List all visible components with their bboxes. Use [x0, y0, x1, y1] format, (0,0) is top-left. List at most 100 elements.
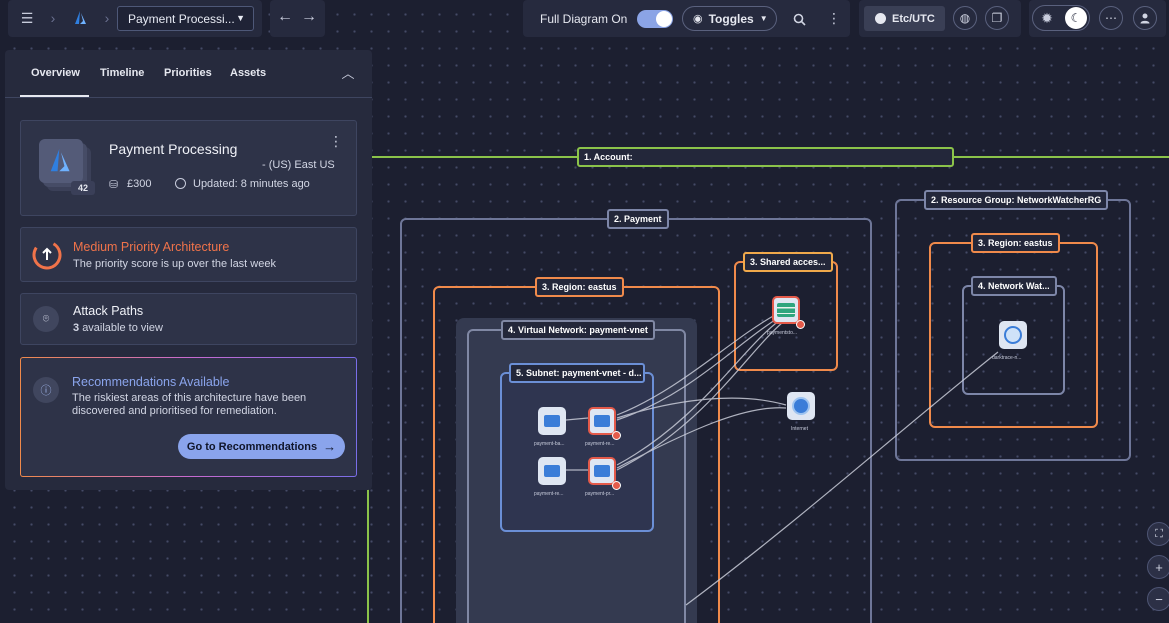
- tabs-divider: [5, 97, 372, 98]
- recommendations-desc: The riskiest areas of this architecture …: [72, 392, 307, 417]
- architecture-updated: Updated: 8 minutes ago: [193, 178, 310, 190]
- vm-icon: [544, 415, 560, 427]
- arrow-right-icon: →: [323, 439, 337, 454]
- architecture-cost: £300: [127, 178, 152, 190]
- vm-payment-pr-label: payment-pr...: [585, 491, 615, 497]
- clock-outline-icon: [175, 178, 186, 189]
- recommendations-card: ⓘ Recommendations Available The riskiest…: [20, 357, 357, 477]
- vm-icon: [594, 415, 610, 427]
- subnet-label[interactable]: 5. Subnet: payment-vnet - d...: [509, 363, 645, 383]
- user-avatar-icon[interactable]: [1133, 6, 1157, 30]
- architecture-select[interactable]: Payment Processi... ▼: [117, 6, 254, 31]
- list-icon[interactable]: ☰: [20, 9, 34, 26]
- full-diagram-label: Full Diagram On: [540, 12, 628, 26]
- azure-stack-icon: [39, 139, 91, 191]
- chevron-right-icon: ›: [104, 10, 110, 26]
- card-more-vertical-icon[interactable]: ⋮: [329, 132, 343, 149]
- payment-group-label[interactable]: 2. Payment: [607, 209, 669, 229]
- eye-icon: ◉: [693, 13, 703, 25]
- vm-icon: [594, 465, 610, 477]
- timezone-button[interactable]: Etc/UTC: [864, 6, 945, 31]
- copy-icon[interactable]: ❐: [985, 6, 1009, 30]
- overview-side-panel: Overview Timeline Priorities Assets ︿ 42…: [5, 50, 372, 490]
- map-pin-icon: ⌾: [33, 306, 59, 332]
- history-nav: ← →: [270, 0, 325, 37]
- toggles-label: Toggles: [708, 11, 754, 26]
- collapse-chevron-up-icon[interactable]: ︿: [341, 65, 355, 81]
- network-watcher-rg-label[interactable]: 2. Resource Group: NetworkWatcherRG: [924, 190, 1109, 210]
- darktrace-node[interactable]: [999, 321, 1027, 349]
- vm-payment-pr-node[interactable]: [588, 457, 616, 485]
- shared-access-label[interactable]: 3. Shared acces...: [743, 252, 833, 272]
- vm-payment-re-2-node[interactable]: [538, 457, 566, 485]
- more-horizontal-icon[interactable]: ⋯: [1099, 6, 1123, 30]
- caret-down-icon: ▼: [759, 14, 768, 23]
- theme-switcher[interactable]: ✹ ☾: [1032, 5, 1090, 31]
- architecture-select-value: Payment Processi...: [128, 12, 235, 26]
- architecture-summary-card: 42 Payment Processing - (US) East US ⋮ ⛁…: [20, 120, 357, 216]
- alert-badge-icon: [796, 320, 805, 329]
- go-to-recommendations-button[interactable]: Go to Recommendations →: [178, 434, 345, 459]
- vm-payment-ba-label: payment-ba...: [534, 441, 565, 447]
- tab-overview-underline: [20, 95, 89, 97]
- coins-icon: ⛁: [109, 179, 119, 191]
- fit-screen-icon[interactable]: ⛶: [1147, 522, 1169, 546]
- vm-payment-re-node[interactable]: [588, 407, 616, 435]
- payment-region-label[interactable]: 3. Region: eastus: [535, 277, 624, 297]
- tab-overview[interactable]: Overview: [31, 67, 80, 79]
- breadcrumb-bar: ☰ › › Payment Processi... ▼: [8, 0, 262, 37]
- storage-label: paymentsto...: [767, 330, 798, 336]
- zoom-out-icon[interactable]: −: [1147, 587, 1169, 611]
- vm-payment-re-2-label: payment-re...: [534, 491, 564, 497]
- attack-paths-title: Attack Paths: [73, 304, 144, 318]
- alert-badge-icon: [612, 431, 621, 440]
- vm-payment-ba-node[interactable]: [538, 407, 566, 435]
- view-controls: Full Diagram On ◉ Toggles ▼ ⋮: [523, 0, 850, 37]
- timezone-label: Etc/UTC: [892, 12, 935, 25]
- alert-badge-icon: [612, 481, 621, 490]
- zoom-in-icon[interactable]: +: [1147, 555, 1169, 579]
- tab-priorities[interactable]: Priorities: [164, 67, 212, 79]
- attack-paths-card[interactable]: ⌾ Attack Paths 3 available to view: [20, 293, 357, 345]
- tab-assets[interactable]: Assets: [230, 67, 267, 79]
- go-to-recommendations-label: Go to Recommendations: [186, 440, 318, 453]
- priority-title: Medium Priority Architecture: [73, 240, 230, 254]
- back-arrow-icon[interactable]: ←: [277, 8, 293, 25]
- architecture-region: - (US) East US: [262, 159, 335, 171]
- full-diagram-toggle[interactable]: [637, 10, 673, 28]
- account-label[interactable]: 1. Account:: [577, 147, 954, 167]
- vm-icon: [544, 465, 560, 477]
- globe-settings-icon[interactable]: ◍: [953, 6, 977, 30]
- priority-gauge-icon: [31, 239, 63, 271]
- priority-desc: The priority score is up over the last w…: [73, 258, 276, 270]
- architecture-title: Payment Processing: [109, 141, 238, 157]
- vnet-label[interactable]: 4. Virtual Network: payment-vnet: [501, 320, 655, 340]
- sun-icon[interactable]: ✹: [1041, 9, 1053, 26]
- darktrace-label: darktrace-n...: [992, 355, 1022, 361]
- info-icon: ⓘ: [33, 377, 59, 403]
- tab-timeline[interactable]: Timeline: [100, 67, 145, 79]
- toggle-knob: [656, 11, 672, 27]
- search-icon[interactable]: [790, 10, 808, 28]
- rg-region-label[interactable]: 3. Region: eastus: [971, 233, 1060, 253]
- chevron-right-icon: ›: [50, 10, 56, 26]
- storage-icon: [777, 303, 795, 317]
- network-globe-icon: [1004, 326, 1022, 344]
- azure-logo-icon[interactable]: [74, 11, 88, 25]
- storage-node[interactable]: [772, 296, 800, 324]
- attack-paths-count-line: 3 available to view: [73, 322, 163, 334]
- moon-icon[interactable]: ☾: [1065, 7, 1087, 29]
- internet-label: Internet: [791, 426, 808, 432]
- network-watcher-label[interactable]: 4. Network Wat...: [971, 276, 1057, 296]
- timezone-panel: Etc/UTC ◍ ❐: [859, 0, 1021, 37]
- globe-icon: [792, 397, 810, 415]
- caret-down-icon: ▼: [236, 13, 245, 23]
- internet-node[interactable]: [787, 392, 815, 420]
- more-vertical-icon[interactable]: ⋮: [827, 9, 841, 26]
- user-controls: ✹ ☾ ⋯: [1029, 0, 1166, 37]
- attack-paths-desc: available to view: [82, 322, 163, 334]
- priority-card[interactable]: Medium Priority Architecture The priorit…: [20, 227, 357, 282]
- toggles-dropdown[interactable]: ◉ Toggles ▼: [682, 6, 777, 31]
- attack-paths-count: 3: [73, 322, 80, 334]
- forward-arrow-icon[interactable]: →: [301, 8, 317, 25]
